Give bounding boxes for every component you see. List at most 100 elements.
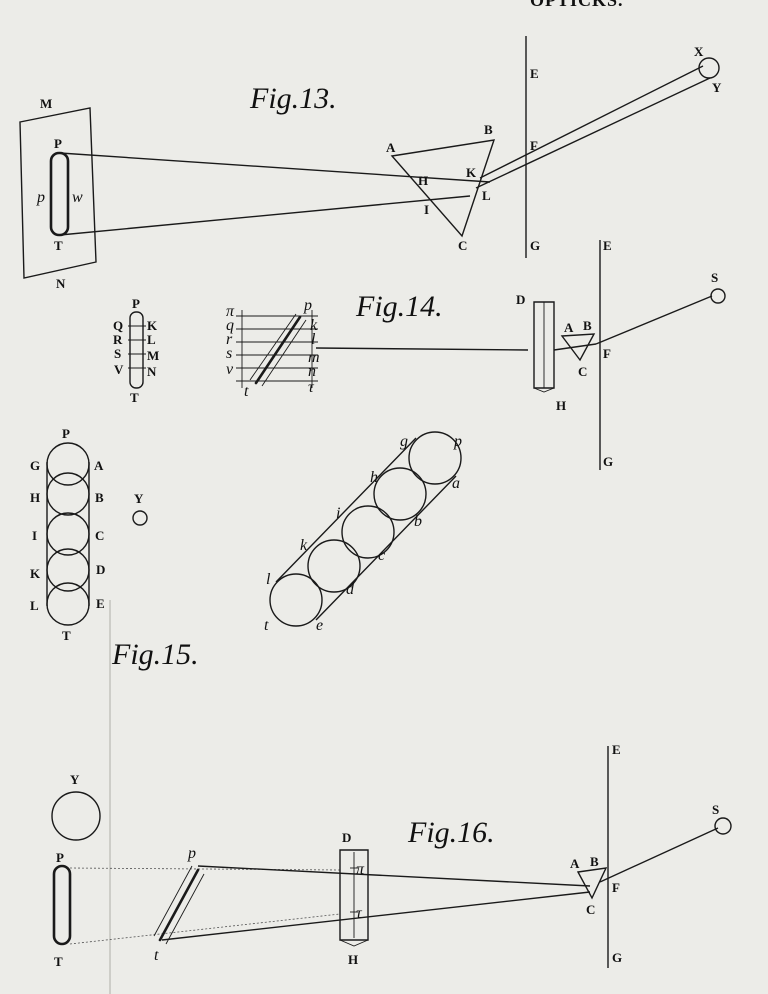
fig14-label-r: r <box>226 331 233 348</box>
fig14-dividers <box>128 325 146 369</box>
fig14-label-R: R <box>113 332 123 347</box>
fig15-label-t: t <box>264 617 269 634</box>
fig15-label-a: a <box>452 475 460 492</box>
fig16-ray-upper <box>197 865 591 887</box>
fig15-circle <box>408 431 462 485</box>
fig15-label-g: g <box>400 433 408 450</box>
fig14-label-E: E <box>603 238 612 253</box>
fig15-label-b: b <box>414 513 422 530</box>
fig16-spectrum-PT <box>52 864 72 946</box>
fig14-oblique-spectrum <box>254 315 302 385</box>
fig16-label-C: C <box>586 902 595 917</box>
fig13-label-N: N <box>56 276 66 291</box>
fig16-label-G: G <box>612 950 622 965</box>
fig13-label-L: L <box>482 188 491 203</box>
fig13-sun-disc <box>698 57 720 79</box>
fig16-label-F: F <box>612 880 620 895</box>
fig15-oblique-circles <box>269 431 462 627</box>
fig14-label-G: G <box>603 454 613 469</box>
fig15-circle <box>269 573 323 627</box>
fig15-label-I: I <box>32 528 37 543</box>
fig15-label-P: P <box>62 426 70 441</box>
fig14-label-q: q <box>226 317 234 334</box>
fig14-label-s: s <box>226 345 232 362</box>
fig16-label-Y: Y <box>70 772 80 787</box>
fig14-label-m: m <box>308 349 320 366</box>
fig15-circle <box>341 505 395 559</box>
fig13-ray-lower <box>59 195 471 236</box>
fig15-label-i: i <box>336 505 340 522</box>
fig13-label-I: I <box>424 202 429 217</box>
fig14-spectrum-PT <box>129 311 144 389</box>
fig14-label-V: V <box>114 362 124 377</box>
fig14-label-v: v <box>226 361 234 378</box>
fig14-label-pi: π <box>226 303 235 320</box>
fig13-ray-X <box>479 65 704 179</box>
fig15-label-K: K <box>30 566 41 581</box>
figure-15: Fig.15. P G A H B I C K D L E T Y <box>30 426 462 671</box>
fig16-label-pi: π <box>356 861 365 878</box>
fig16-label-T: T <box>54 954 63 969</box>
fig16-oblique-edge <box>165 873 205 945</box>
fig16-label-S: S <box>712 802 719 817</box>
fig14-label-n: n <box>308 363 316 380</box>
fig15-label-A: A <box>94 458 104 473</box>
fig14-ray-to-prism <box>553 343 597 351</box>
fig15-label-H: H <box>30 490 40 505</box>
fig15-label-p: p <box>453 433 462 450</box>
fig14-label-N: N <box>147 364 157 379</box>
fig14-caption: Fig.14. <box>355 290 443 323</box>
figure-13: Fig.13. M N P T p w A B C H I K L E F G … <box>19 36 722 291</box>
fig14-ray-sun <box>595 295 713 345</box>
fig13-label-A: A <box>386 140 396 155</box>
fig16-ray-sun <box>599 827 719 883</box>
fig15-label-C: C <box>95 528 104 543</box>
fig16-dotted-ray-upper <box>69 867 341 871</box>
fig16-label-D: D <box>342 830 351 845</box>
fig14-label-t: t <box>244 383 249 400</box>
fig15-circle <box>46 582 90 626</box>
fig16-sun-disc <box>714 817 732 835</box>
fig14-label-Q: Q <box>113 318 123 333</box>
fig14-grid-lines <box>236 310 318 388</box>
fig13-label-P: P <box>54 136 62 151</box>
fig13-label-E: E <box>530 66 539 81</box>
fig16-label-H: H <box>348 952 358 967</box>
running-head: OPTICKS. <box>530 0 624 10</box>
fig14-label-F: F <box>603 346 611 361</box>
fig16-label-P: P <box>56 850 64 865</box>
fig13-label-Y: Y <box>712 80 722 95</box>
fig15-label-l: l <box>266 571 271 588</box>
fig15-label-c: c <box>378 547 385 564</box>
fig15-label-L: L <box>30 598 39 613</box>
fig14-label-B: B <box>583 318 592 333</box>
fig14-label-A: A <box>564 320 574 335</box>
fig13-ray-upper <box>59 152 491 183</box>
fig15-circle <box>46 472 90 516</box>
fig14-label-C: C <box>578 364 587 379</box>
fig14-label-k: k <box>310 317 318 334</box>
fig15-oblique-edge-upper <box>275 437 417 583</box>
fig16-label-A: A <box>570 856 580 871</box>
fig16-label-B: B <box>590 854 599 869</box>
fig14-label-K: K <box>147 318 158 333</box>
fig15-label-T: T <box>62 628 71 643</box>
fig13-spectrum-PT <box>49 151 70 237</box>
fig14-label-p: p <box>303 297 312 314</box>
fig15-circle <box>307 539 361 593</box>
fig13-label-M: M <box>40 96 52 111</box>
fig16-dotted-ray-lower <box>69 913 341 945</box>
fig15-label-D: D <box>96 562 105 577</box>
fig15-label-E: E <box>96 596 105 611</box>
fig16-oblique-edge <box>153 865 193 937</box>
fig13-label-p: p <box>36 189 45 206</box>
fig13-ray-Y <box>475 77 711 189</box>
fig13-label-F: F <box>530 138 538 153</box>
fig14-label-M: M <box>147 348 159 363</box>
fig14-label-S: S <box>711 270 718 285</box>
fig14-label-S: S <box>114 346 121 361</box>
fig16-prism-base <box>339 939 369 947</box>
fig14-label-L: L <box>147 332 156 347</box>
fig13-label-K: K <box>466 165 477 180</box>
